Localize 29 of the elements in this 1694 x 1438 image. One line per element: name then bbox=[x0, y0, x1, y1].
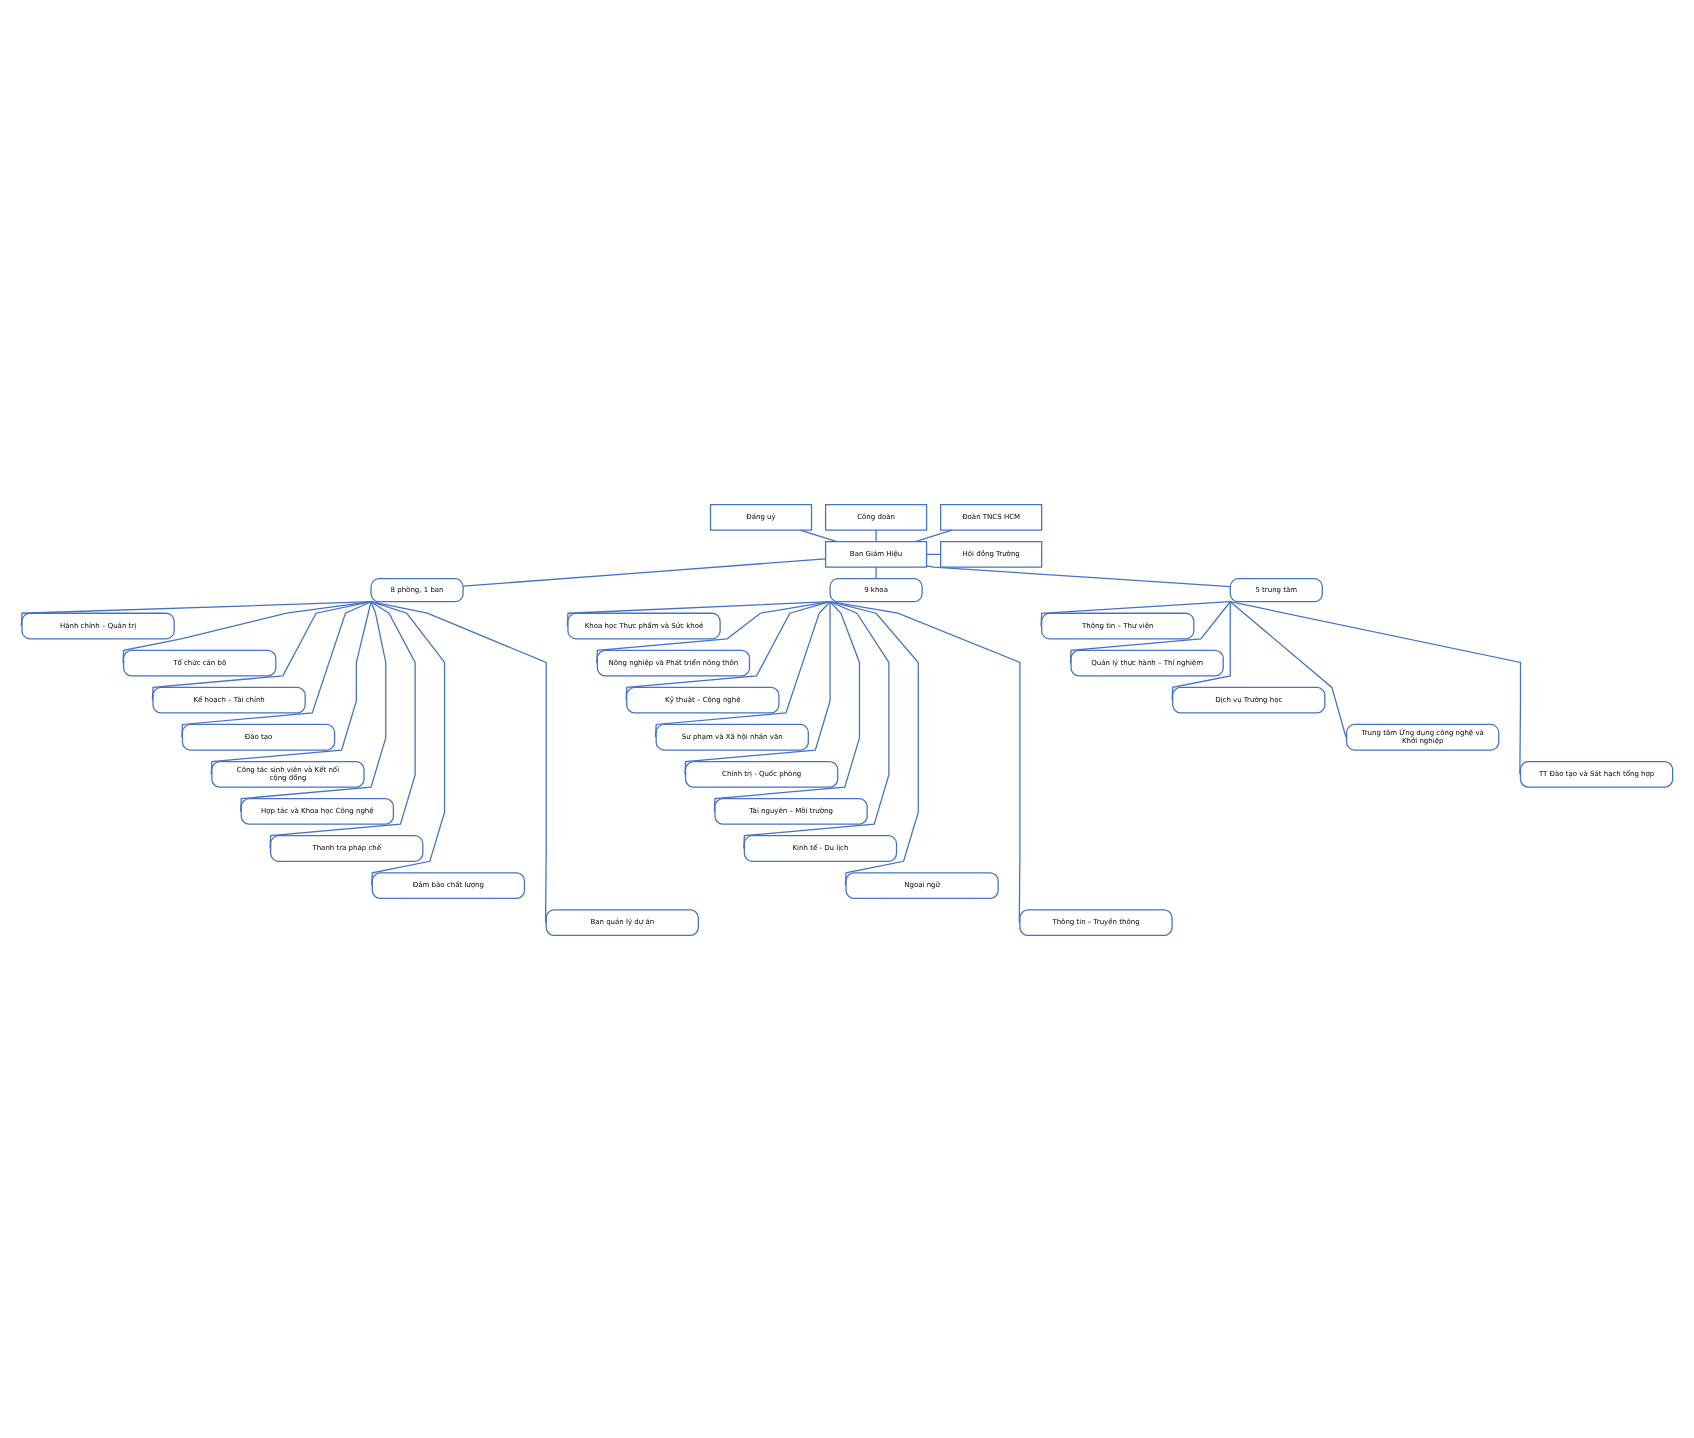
connector bbox=[875, 528, 877, 542]
connector bbox=[875, 565, 877, 579]
connector bbox=[713, 600, 861, 812]
connector bbox=[370, 600, 446, 886]
connector bbox=[654, 600, 831, 737]
connector bbox=[1171, 600, 1231, 700]
connector bbox=[829, 600, 1021, 923]
connector bbox=[370, 600, 547, 923]
connector bbox=[240, 600, 387, 812]
connector bbox=[151, 600, 372, 700]
connector bbox=[1229, 600, 1522, 774]
connector bbox=[743, 600, 890, 849]
connector bbox=[122, 600, 372, 663]
connector bbox=[269, 600, 416, 849]
connector bbox=[1229, 600, 1347, 737]
connector bbox=[799, 528, 838, 542]
connector bbox=[1040, 600, 1231, 626]
connector bbox=[462, 557, 827, 586]
connector bbox=[596, 600, 831, 663]
connector bbox=[1069, 600, 1231, 663]
connector bbox=[914, 528, 953, 542]
connector bbox=[829, 600, 919, 886]
connector bbox=[625, 600, 831, 700]
connector bbox=[926, 564, 1231, 587]
connector bbox=[684, 600, 831, 774]
connector bbox=[20, 600, 372, 626]
connector bbox=[210, 600, 372, 774]
connector bbox=[566, 600, 831, 626]
connector bbox=[181, 600, 372, 737]
